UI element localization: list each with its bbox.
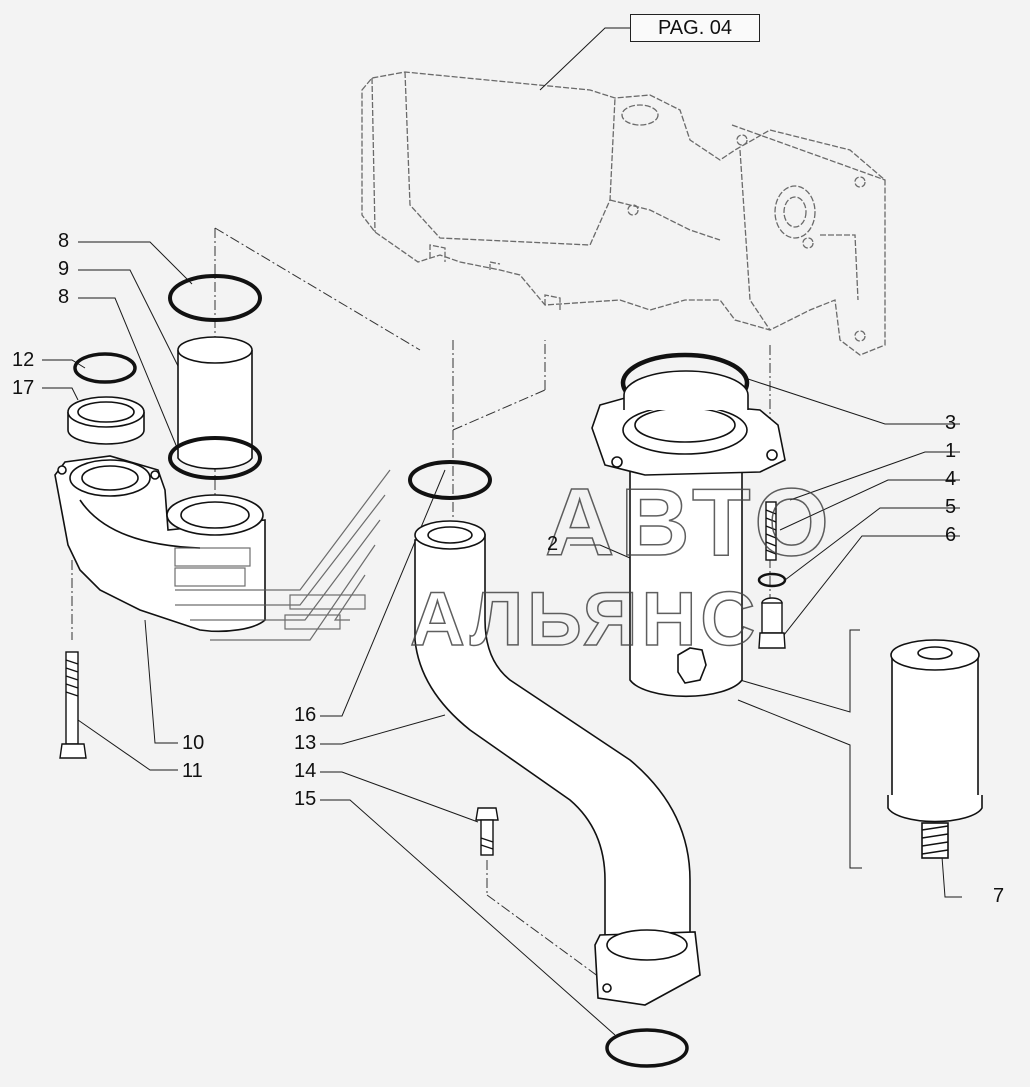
- label-4: 4: [945, 468, 957, 490]
- ghost-housing: [361, 71, 886, 356]
- watermark-logo: АВТО АЛЬЯНС: [174, 468, 835, 663]
- label-15: 15: [294, 788, 317, 810]
- label-11: 11: [182, 760, 203, 782]
- page-reference-text: PAG. 04: [657, 16, 733, 39]
- watermark-line2: АЛЬЯНС: [410, 577, 759, 662]
- watermark-line1: АВТО: [545, 469, 835, 576]
- label-13: 13: [294, 732, 317, 754]
- clip-5: [757, 572, 787, 588]
- label-10: 10: [182, 732, 205, 754]
- o-ring-8-top: [168, 274, 262, 322]
- label-7: 7: [993, 885, 1005, 907]
- filter-cartridge-7: [887, 639, 983, 859]
- label-1: 1: [945, 440, 957, 462]
- label-5: 5: [945, 496, 957, 518]
- sleeve-9: [177, 336, 253, 470]
- o-ring-8-lower: [168, 436, 262, 480]
- seal-ring-17: [67, 396, 145, 445]
- pipe-13: [414, 520, 701, 1006]
- label-14: 14: [294, 760, 317, 782]
- page-reference[interactable]: PAG. 04: [630, 14, 760, 42]
- label-6: 6: [945, 524, 957, 546]
- bolt-11: [59, 651, 87, 759]
- label-8-lower: 8: [58, 286, 70, 308]
- label-9: 9: [58, 258, 70, 280]
- label-3: 3: [945, 412, 957, 434]
- label-2: 2: [547, 533, 559, 555]
- o-ring-12: [73, 352, 137, 384]
- label-12: 12: [12, 349, 35, 371]
- filter-housing-2: [591, 370, 786, 698]
- stud-4: [765, 501, 777, 561]
- label-16: 16: [294, 704, 317, 726]
- label-17: 17: [12, 377, 35, 399]
- label-8-top: 8: [58, 230, 70, 252]
- o-ring-16: [408, 460, 492, 500]
- leader-lines: [42, 241, 962, 1036]
- nut-6: [758, 597, 786, 649]
- o-ring-15: [605, 1028, 689, 1068]
- elbow-fitting-10: [54, 455, 266, 633]
- page-ref-leader: [539, 27, 630, 91]
- screw-14: [475, 807, 499, 856]
